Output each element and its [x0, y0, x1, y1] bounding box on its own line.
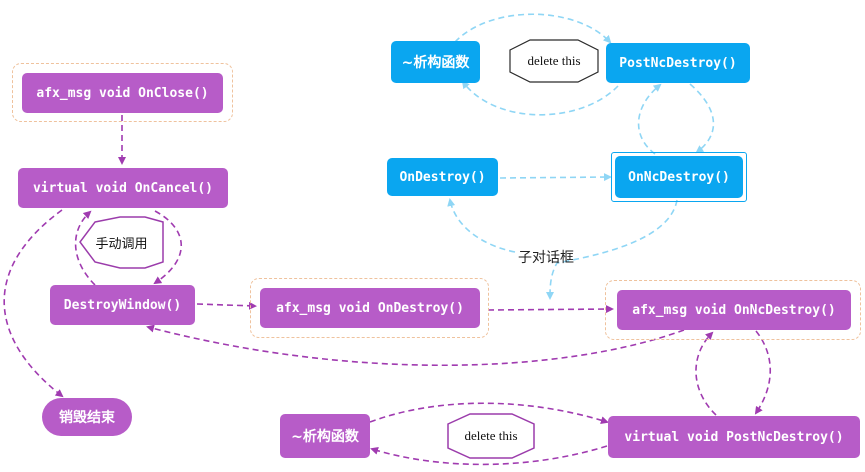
- oncancel-node[interactable]: virtual void OnCancel(): [18, 168, 228, 208]
- child-destructor-node[interactable]: ~析构函数: [391, 41, 480, 83]
- postncdestroy-node[interactable]: virtual void PostNcDestroy(): [608, 416, 860, 458]
- ondestroy-wrapper: [250, 278, 489, 338]
- purple-arrows: [3, 115, 772, 466]
- arrow-ondestroy-to-onncdestroy: [487, 305, 614, 314]
- manual-call-badge-shape: [79, 216, 164, 269]
- onclose-node[interactable]: afx_msg void OnClose(): [22, 73, 223, 113]
- destroywindow-node[interactable]: DestroyWindow(): [50, 285, 195, 325]
- arrow-child-ondestroy-to-onncdestroy: [499, 173, 612, 182]
- arrow-onncdestroy-to-destroywindow: [146, 324, 685, 367]
- arrow-child-label-to-ondestroy: [447, 198, 516, 253]
- manual-call-badge-label: 手动调用: [95, 237, 148, 252]
- arrow-postncdestroy-to-destructor: [370, 445, 608, 466]
- delete-this-badge-shape-top: [509, 39, 599, 83]
- arrow-oncancel-to-destroy-end: [3, 209, 64, 398]
- destructor-node[interactable]: ~析构函数: [280, 414, 370, 458]
- arrow-oncancel-to-destroywindow: [153, 210, 182, 285]
- arrow-child-destructor-to-postncdestroy: [454, 13, 612, 44]
- arrow-child-postncdestroy-to-onncdestroy: [689, 83, 715, 154]
- arrow-child-postncdestroy-to-destructor: [461, 80, 619, 116]
- destroy-end-node[interactable]: 销毁结束: [42, 398, 132, 436]
- arrow-destroywindow-to-ondestroy: [196, 301, 257, 310]
- child-onncdestroy-wrapper: [611, 152, 747, 202]
- child-onncdestroy-node[interactable]: OnNcDestroy(): [615, 156, 743, 198]
- child-dialog-label: 子对话框: [518, 250, 574, 266]
- arrow-destroywindow-to-oncancel: [74, 210, 96, 286]
- ondestroy-node[interactable]: afx_msg void OnDestroy(): [260, 288, 480, 328]
- child-postncdestroy-node[interactable]: PostNcDestroy(): [606, 43, 750, 83]
- onncdestroy-node[interactable]: afx_msg void OnNcDestroy(): [617, 290, 851, 330]
- delete-this-badge-label-top: delete this: [527, 53, 581, 68]
- child-ondestroy-node[interactable]: OnDestroy(): [387, 158, 498, 196]
- arrow-onncdestroy-to-postncdestroy: [754, 330, 772, 415]
- blue-arrows: [447, 13, 715, 300]
- arrow-destructor-to-postncdestroy: [369, 402, 609, 425]
- delete-this-badge-shape-bottom: [447, 413, 535, 459]
- delete-this-badge-label-bottom: delete this: [464, 428, 518, 443]
- arrow-child-onncdestroy-to-label: [546, 199, 678, 300]
- onclose-wrapper: [12, 63, 233, 122]
- onncdestroy-wrapper: [605, 280, 861, 340]
- arrow-postncdestroy-to-onncdestroy: [695, 331, 717, 416]
- arrow-child-onncdestroy-to-postncdestroy: [637, 83, 662, 155]
